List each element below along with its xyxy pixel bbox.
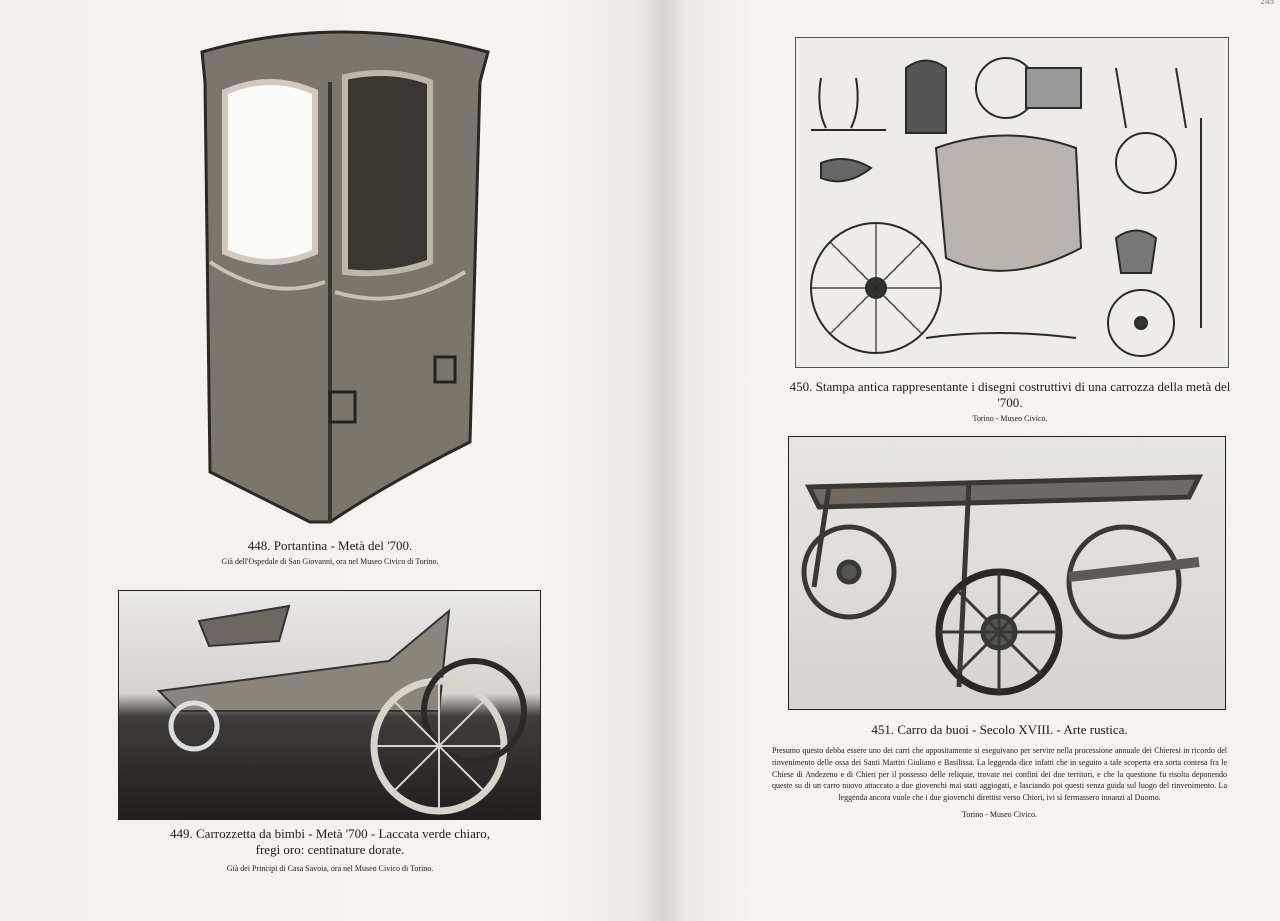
- caption-title: 449. Carrozzetta da bimbi - Metà '700 - …: [170, 826, 490, 841]
- caption-448: 448. Portantina - Metà del '700. Già del…: [170, 538, 490, 566]
- sedan-chair-photo: [200, 30, 490, 524]
- caption-description: Presumo questo debba essere uno dei carr…: [772, 746, 1227, 803]
- caption-title: 448. Portantina - Metà del '700.: [247, 538, 413, 553]
- right-page: 245 450. Stampa antica rappresentante i …: [662, 0, 1280, 921]
- left-page: 448. Portantina - Metà del '700. Già del…: [0, 0, 662, 921]
- caption-credit: Torino - Museo Civico.: [962, 809, 1037, 819]
- caption-credit: Già dell'Ospedale di San Giovanni, ora n…: [221, 557, 439, 566]
- caption-title: 451. Carro da buoi - Secolo XVIII. - Art…: [871, 722, 1128, 737]
- caption-title: 450. Stampa antica rappresentante i dise…: [789, 379, 1231, 410]
- engraving-plate: [795, 37, 1229, 368]
- caption-451: 451. Carro da buoi - Secolo XVIII. - Art…: [772, 722, 1227, 819]
- caption-credit: Già dei Principi di Casa Savoia, ora nel…: [226, 864, 434, 873]
- page-number: 245: [1260, 0, 1275, 6]
- caption-title-line2: fregi oro: centinature dorate.: [255, 842, 405, 857]
- caption-credit: Torino - Museo Civico.: [972, 414, 1048, 423]
- ox-cart-photo: [788, 436, 1226, 710]
- child-carriage-photo: [118, 590, 541, 820]
- caption-450: 450. Stampa antica rappresentante i dise…: [780, 379, 1240, 423]
- caption-449: 449. Carrozzetta da bimbi - Metà '700 - …: [140, 826, 520, 873]
